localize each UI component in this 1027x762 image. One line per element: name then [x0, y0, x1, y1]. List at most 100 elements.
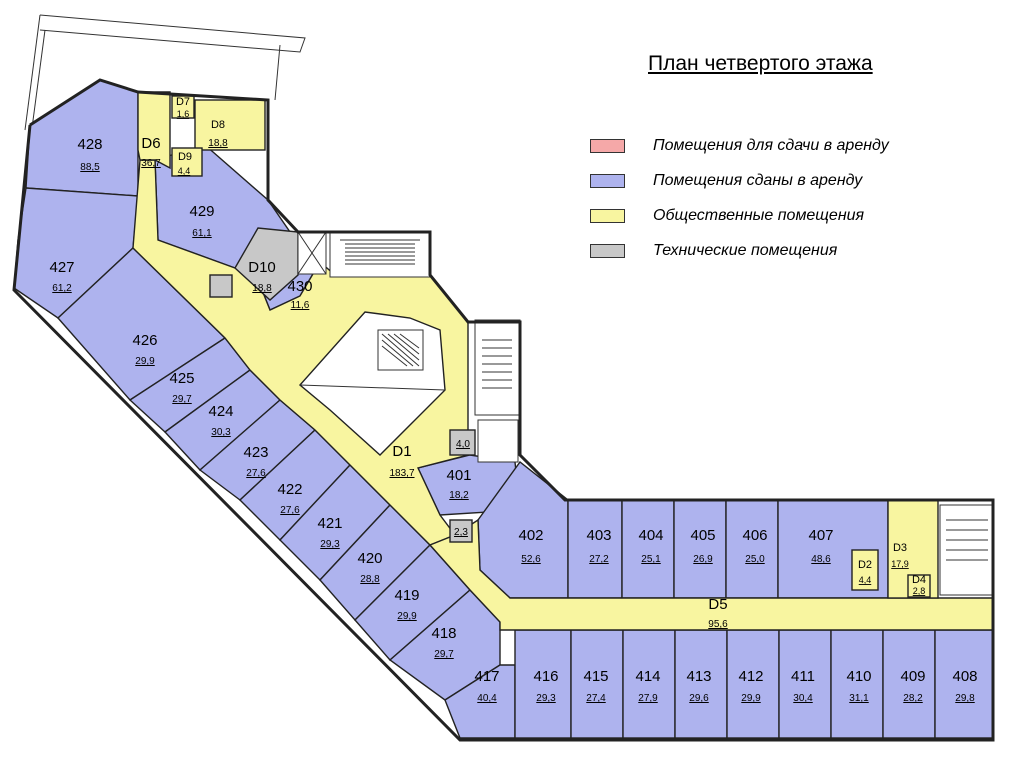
- page-title: План четвертого этажа: [648, 52, 873, 75]
- staircase-southeast-icon: [939, 504, 994, 596]
- room-area: 4,4: [178, 166, 191, 176]
- room-label: 408: [952, 668, 977, 685]
- room-label: D3: [893, 542, 907, 554]
- room-area: 40,4: [477, 693, 497, 704]
- legend-swatch: [590, 243, 625, 258]
- room-area: 27,6: [246, 468, 266, 479]
- room-area: 25,0: [745, 554, 765, 565]
- room-411: [778, 629, 832, 739]
- room-area: 29,3: [320, 539, 340, 550]
- legend-label: Общественные помещения: [653, 206, 865, 224]
- room-label: 419: [394, 587, 419, 604]
- room-area: 36,7: [141, 158, 161, 169]
- terrace-edge: [274, 44, 281, 101]
- room-label: 425: [169, 370, 194, 387]
- room-414: [622, 629, 676, 739]
- room-area: 11,6: [291, 300, 310, 311]
- room-label: 424: [208, 403, 233, 420]
- elevator-icon: [297, 231, 519, 463]
- room-label: 420: [357, 550, 382, 567]
- room-label: 412: [738, 668, 763, 685]
- room-label: 428: [77, 136, 102, 153]
- legend-item-for-rent: Помещения для сдачи в аренду: [590, 128, 889, 163]
- room-412: [726, 629, 780, 739]
- room-label: 421: [317, 515, 342, 532]
- room-label: 409: [900, 668, 925, 685]
- room-area: 183,7: [389, 468, 414, 479]
- room-area: 29,6: [689, 693, 709, 704]
- room-label: D8: [211, 119, 225, 131]
- room-label: D2: [858, 559, 872, 571]
- terrace-edge: [24, 14, 41, 131]
- room-area: 29,7: [172, 394, 192, 405]
- room-label: 426: [132, 332, 157, 349]
- room-416: [514, 629, 572, 739]
- room-d9: [171, 147, 203, 177]
- room-label: 416: [533, 668, 558, 685]
- legend-swatch: [590, 208, 625, 223]
- room-area: 61,2: [52, 283, 72, 294]
- staircase-east-icon: [474, 319, 521, 416]
- room-area: 29,9: [397, 611, 417, 622]
- legend-item-leased: Помещения сданы в аренду: [590, 163, 889, 198]
- room-area: 18,8: [208, 138, 228, 149]
- staircase-north-icon: [329, 231, 431, 278]
- room-d8: [194, 99, 266, 151]
- room-408: [934, 629, 994, 739]
- room-area: 30,3: [211, 427, 231, 438]
- room-label: 402: [518, 527, 543, 544]
- room-label: 401: [446, 467, 471, 484]
- room-403: [567, 499, 623, 599]
- room-d6: [137, 91, 171, 170]
- room-area: 25,1: [641, 554, 661, 565]
- room-418: [388, 589, 501, 701]
- terrace-rail: [39, 14, 306, 53]
- room-label: 407: [808, 527, 833, 544]
- room-label: D6: [141, 135, 160, 152]
- shaft: [209, 274, 233, 298]
- room-label: 427: [49, 259, 74, 276]
- room-404: [621, 499, 675, 599]
- legend: Помещения для сдачи в аренду Помещения с…: [590, 128, 889, 268]
- room-area: 95,6: [708, 619, 728, 630]
- room-area: 29,9: [741, 693, 761, 704]
- room-406: [725, 499, 779, 599]
- room-area: 2,8: [913, 586, 926, 596]
- legend-item-technical: Технические помещения: [590, 233, 889, 268]
- room-area: 29,3: [536, 693, 556, 704]
- room-413: [674, 629, 728, 739]
- room-415: [570, 629, 624, 739]
- room-label: D10: [248, 259, 276, 276]
- room-label: 429: [189, 203, 214, 220]
- legend-label: Технические помещения: [653, 241, 838, 259]
- room-area: 30,4: [793, 693, 813, 704]
- room-d2: [851, 549, 879, 591]
- legend-label: Помещения сданы в аренду: [653, 171, 863, 189]
- room-label: 413: [686, 668, 711, 685]
- room-area: 88,5: [80, 162, 100, 173]
- room-area: 26,9: [693, 554, 713, 565]
- room-label: 406: [742, 527, 767, 544]
- room-area: 18,8: [252, 283, 272, 294]
- room-label: 414: [635, 668, 660, 685]
- room-label: D5: [708, 596, 727, 613]
- room-area: 27,2: [589, 554, 609, 565]
- room-area: 4,4: [859, 575, 872, 585]
- room-label: 410: [846, 668, 871, 685]
- room-405: [673, 499, 727, 599]
- room-area: 4,0: [456, 439, 470, 450]
- room-label: D7: [176, 96, 190, 108]
- atrium-stairs-icon: [377, 329, 424, 371]
- atrium-line: [299, 384, 446, 391]
- room-tech-2-3: [449, 519, 473, 543]
- room-area: 17,9: [891, 559, 909, 569]
- room-label: 417: [474, 668, 499, 685]
- room-area: 28,8: [360, 574, 380, 585]
- legend-item-public: Общественные помещения: [590, 198, 889, 233]
- room-area: 27,4: [586, 693, 606, 704]
- room-area: 29,9: [135, 356, 155, 367]
- terrace-edge: [31, 29, 46, 129]
- room-area: 29,7: [434, 649, 454, 660]
- room-area: 52,6: [521, 554, 541, 565]
- room-area: 1,6: [177, 109, 190, 119]
